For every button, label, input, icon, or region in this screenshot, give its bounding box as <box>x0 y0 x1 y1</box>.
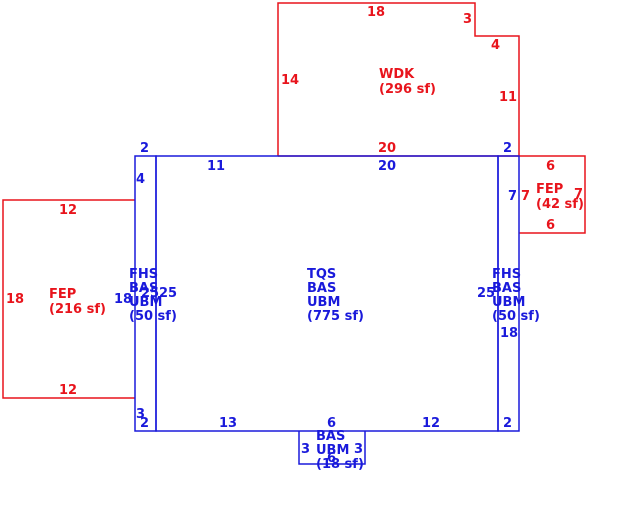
dim-wdk-right: 11 <box>499 90 517 105</box>
dim-fhsl-seg: 4 <box>136 172 145 187</box>
dim-bas-left: 3 <box>301 442 310 457</box>
dim-fhsl-side: 18 <box>114 292 132 307</box>
tqs-label: TQS <box>307 267 336 282</box>
fhs-right-area: (50 sf) <box>492 309 540 324</box>
fhs-left-subarea-2: UBM <box>129 295 162 310</box>
bas-bottom-outline <box>298 431 366 465</box>
tqs-subarea-1: BAS <box>307 281 336 296</box>
tqs-subarea-2: UBM <box>307 295 340 310</box>
wdk-label: WDK <box>379 67 415 82</box>
wdk-area: (296 sf) <box>379 82 436 97</box>
dim-fepl-left: 18 <box>6 292 24 307</box>
fep-right-label: FEP <box>536 182 563 197</box>
fhs-right-subarea-1: BAS <box>492 281 521 296</box>
dim-wdk-notch-h: 3 <box>463 12 472 27</box>
fhs-left-label: FHS <box>129 267 158 282</box>
dim-fhsr-inner: 25 <box>477 286 495 301</box>
dim-fhsl-bottom: 2 <box>140 416 149 431</box>
fep-left-label: FEP <box>49 287 76 302</box>
dim-fepl-top: 12 <box>59 203 77 218</box>
dim-wdk-left: 14 <box>281 73 299 88</box>
dim-wdk-bottom-right: 2 <box>503 141 512 156</box>
dim-tqs-top-left: 11 <box>207 159 225 174</box>
dim-bas-right: 3 <box>354 442 363 457</box>
fep-left-area: (216 sf) <box>49 302 106 317</box>
dim-fhsr-side: 18 <box>500 326 518 341</box>
dim-tqs-bottom-mid: 6 <box>327 416 336 431</box>
dim-fhsr-bottom: 2 <box>503 416 512 431</box>
dim-fhsl-inner2: 25 <box>159 286 177 301</box>
dim-fepr-left: 7 <box>521 189 530 204</box>
fhs-right-subarea-2: UBM <box>492 295 525 310</box>
dim-fepr-right: 7 <box>574 187 583 202</box>
fhs-right-label: FHS <box>492 267 521 282</box>
dim-fhsl-top: 2 <box>140 141 149 156</box>
dim-wdk-bottom: 20 <box>378 141 396 156</box>
tqs-area: (775 sf) <box>307 309 364 324</box>
dim-fepr-top: 6 <box>546 159 555 174</box>
fhs-right-outline <box>497 155 520 432</box>
fep-left-outline <box>2 199 135 399</box>
fhs-left-subarea-1: BAS <box>129 281 158 296</box>
dim-fepr-bottom: 6 <box>546 218 555 233</box>
dim-fhsr-side-top: 7 <box>508 189 517 204</box>
dim-bas-bottom: 6 <box>327 451 336 466</box>
dim-wdk-top: 18 <box>367 5 385 20</box>
dim-wdk-notch-v: 4 <box>491 38 500 53</box>
dim-fhsl-bottom-side: 3 <box>136 407 145 422</box>
dim-tqs-top: 20 <box>378 159 396 174</box>
bas-bottom-area: (18 sf) <box>316 457 364 472</box>
dim-fepl-bottom: 12 <box>59 383 77 398</box>
bas-bottom-label: BAS <box>316 429 345 444</box>
dim-tqs-bottom-left: 13 <box>219 416 237 431</box>
dim-tqs-bottom-right: 12 <box>422 416 440 431</box>
dim-fhsl-inner: 25 <box>141 286 159 301</box>
fhs-left-outline <box>134 155 157 432</box>
fep-right-area: (42 sf) <box>536 197 584 212</box>
fhs-left-area: (50 sf) <box>129 309 177 324</box>
fep-right-outline <box>519 155 586 234</box>
bas-bottom-subarea: UBM <box>316 443 349 458</box>
